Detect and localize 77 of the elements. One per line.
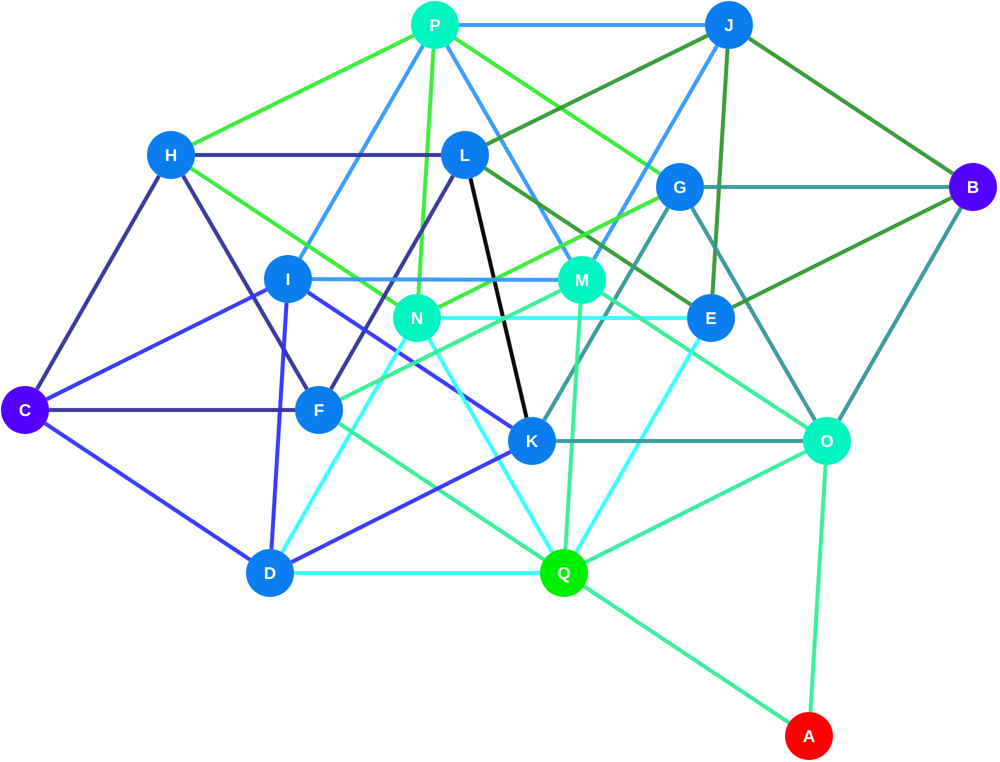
node-label: O <box>820 432 834 450</box>
node-circle <box>1 386 49 434</box>
connector-line <box>46 288 268 402</box>
connector-line <box>563 304 583 550</box>
node-circle <box>785 712 833 760</box>
connector-line <box>427 338 554 554</box>
node-label: M <box>574 272 590 288</box>
connector-line <box>445 44 572 260</box>
node-label: B <box>966 178 980 196</box>
connector-line <box>195 153 441 157</box>
connector-line <box>306 290 514 430</box>
connector-line <box>732 196 952 310</box>
node-circle <box>295 386 343 434</box>
node-label: F <box>314 402 324 418</box>
connector-line <box>704 185 949 189</box>
connector-line <box>574 338 701 554</box>
connector-line <box>35 174 161 390</box>
node-circle <box>147 131 195 179</box>
connector-line <box>192 34 414 146</box>
connector-line <box>542 206 670 422</box>
connector-line <box>748 36 954 176</box>
connector-line <box>484 166 692 306</box>
node-circle <box>508 417 556 465</box>
node-label: D <box>264 564 276 582</box>
connector-line <box>710 48 730 294</box>
node-label: I <box>286 270 290 288</box>
node-label: H <box>164 146 178 164</box>
connector-line <box>49 408 295 412</box>
connector-line <box>441 316 687 320</box>
connector-line <box>837 206 963 422</box>
node-circle <box>411 1 459 49</box>
connector-line <box>44 422 252 562</box>
node-circle <box>441 131 489 179</box>
connector-line <box>486 34 708 146</box>
connector-line <box>690 206 817 422</box>
node-label: A <box>802 728 816 744</box>
node-circle <box>558 256 606 304</box>
connector-line <box>582 584 790 724</box>
connector-line <box>290 450 512 564</box>
connector-line <box>600 292 808 430</box>
node-label: L <box>460 146 470 164</box>
node-label: C <box>18 402 32 418</box>
connector-line <box>438 196 660 310</box>
connector-line <box>294 571 540 575</box>
node-label: K <box>526 432 538 450</box>
connector-line <box>181 174 309 390</box>
node-label: J <box>724 16 734 34</box>
node-circle <box>540 549 588 597</box>
node-circle <box>803 417 851 465</box>
connector-line <box>298 44 425 260</box>
connector-line <box>190 166 398 306</box>
connector-line <box>280 338 407 554</box>
connector-line <box>592 44 719 260</box>
connector-line <box>416 48 436 294</box>
connector-line <box>340 288 562 402</box>
node-label: P <box>429 16 441 34</box>
node-circle <box>246 549 294 597</box>
connector-line <box>338 422 546 562</box>
node-circle <box>705 1 753 49</box>
node-circle <box>687 294 735 342</box>
connector-line <box>808 464 828 712</box>
node-label: E <box>705 310 717 326</box>
connector-line <box>454 36 662 176</box>
node-circle <box>656 163 704 211</box>
node-circle <box>264 255 312 303</box>
node-circle <box>393 294 441 342</box>
connector-line <box>312 277 558 282</box>
connector-line <box>459 23 705 27</box>
connector-line <box>584 450 806 564</box>
connector-line <box>468 178 528 418</box>
connector-line <box>269 302 289 550</box>
node-label: Q <box>557 564 571 582</box>
connector-line <box>556 439 803 443</box>
node-circle <box>949 163 997 211</box>
node-label: N <box>410 310 424 326</box>
connector-line <box>329 174 455 390</box>
node-label: G <box>673 178 687 196</box>
